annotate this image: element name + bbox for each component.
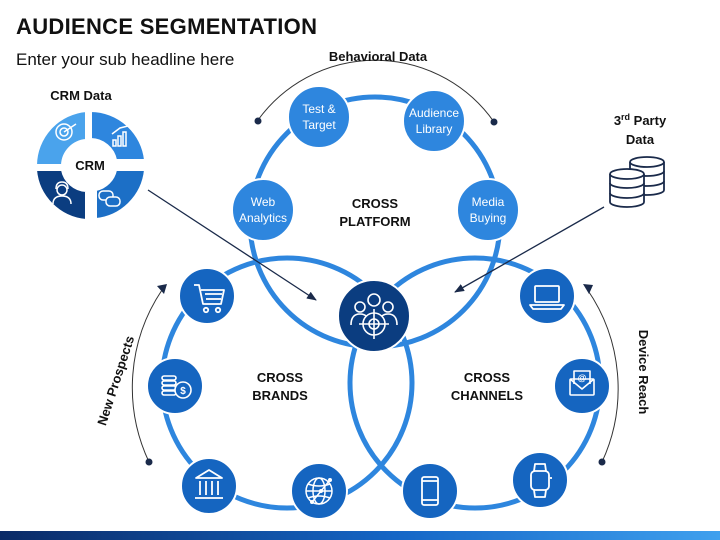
platform-node-web-analytics: Web Analytics	[231, 178, 295, 242]
new-prospects-arc	[131, 289, 163, 463]
coin-symbol: $	[180, 386, 186, 397]
cross-brands-label-line1: CROSS	[257, 370, 304, 385]
platform-node-line1: Web	[251, 195, 276, 209]
new-prospects-arc-arrow	[157, 284, 167, 294]
cross-platform-label-line2: PLATFORM	[339, 214, 410, 229]
new-prospects-label: New Prospects	[94, 334, 137, 427]
chat-icon	[98, 190, 121, 207]
third-party-connector-arrow	[454, 206, 605, 293]
device-reach-arc	[586, 288, 619, 463]
platform-node-media-buying: Media Buying	[456, 178, 520, 242]
email-at-symbol: @	[578, 373, 587, 383]
email-icon: @	[553, 357, 611, 415]
behavioral-arc	[257, 59, 495, 123]
third-party-number: 3	[614, 113, 621, 128]
smartphone-icon	[401, 462, 459, 520]
platform-node-audience-library: Audience Library	[402, 89, 466, 153]
crm-segment-top-left	[34, 109, 87, 166]
third-party-word: Party	[630, 113, 667, 128]
platform-node-line2: Library	[416, 122, 453, 136]
platform-node-test-target: Test & Target	[287, 85, 351, 149]
third-party-label-line1: 3rd Party	[614, 112, 667, 128]
page-title: AUDIENCE SEGMENTATION	[16, 14, 318, 39]
behavioral-data-label: Behavioral Data	[329, 49, 428, 64]
cross-channels-label-line2: CHANNELS	[451, 388, 524, 403]
arc-end-dots	[145, 117, 606, 466]
growth-chart-icon	[111, 125, 129, 147]
cross-platform-label-line1: CROSS	[352, 196, 399, 211]
customer-support-icon	[52, 181, 72, 205]
database-icon	[609, 156, 665, 208]
platform-node-line2: Analytics	[239, 211, 287, 225]
platform-node-line2: Target	[302, 118, 336, 132]
coins-icon: $	[146, 357, 204, 415]
platform-node-line2: Buying	[470, 211, 507, 225]
crm-wheel: CRM	[34, 109, 147, 222]
cross-brands-label-line2: BRANDS	[252, 388, 308, 403]
device-reach-label: Device Reach	[636, 330, 651, 415]
guide-arcs	[131, 59, 619, 463]
smartwatch-icon	[511, 451, 569, 509]
device-reach-arc-arrow	[583, 284, 593, 294]
platform-node-line1: Media	[472, 195, 505, 209]
laptop-icon	[518, 267, 576, 325]
platform-node-line1: Test &	[302, 102, 335, 116]
crm-data-label: CRM Data	[50, 88, 112, 103]
crm-hub	[65, 140, 115, 190]
shopping-cart-icon	[178, 267, 236, 325]
target-icon	[55, 123, 77, 141]
crm-hub-label: CRM	[75, 158, 105, 173]
crm-segment-bottom-right	[95, 169, 147, 221]
globe-network-icon	[290, 462, 348, 520]
target-audience-icon	[337, 279, 411, 353]
cross-channels-label-line1: CROSS	[464, 370, 511, 385]
platform-node-line1: Audience	[409, 106, 459, 120]
crm-connector-arrow	[147, 189, 317, 301]
third-party-label-line2: Data	[626, 132, 655, 147]
third-party-superscript: rd	[621, 112, 630, 122]
database-stack-front	[609, 168, 645, 208]
page-subtitle: Enter your sub headline here	[16, 50, 235, 69]
bank-icon	[180, 457, 238, 515]
bottom-accent-bar	[0, 531, 720, 540]
